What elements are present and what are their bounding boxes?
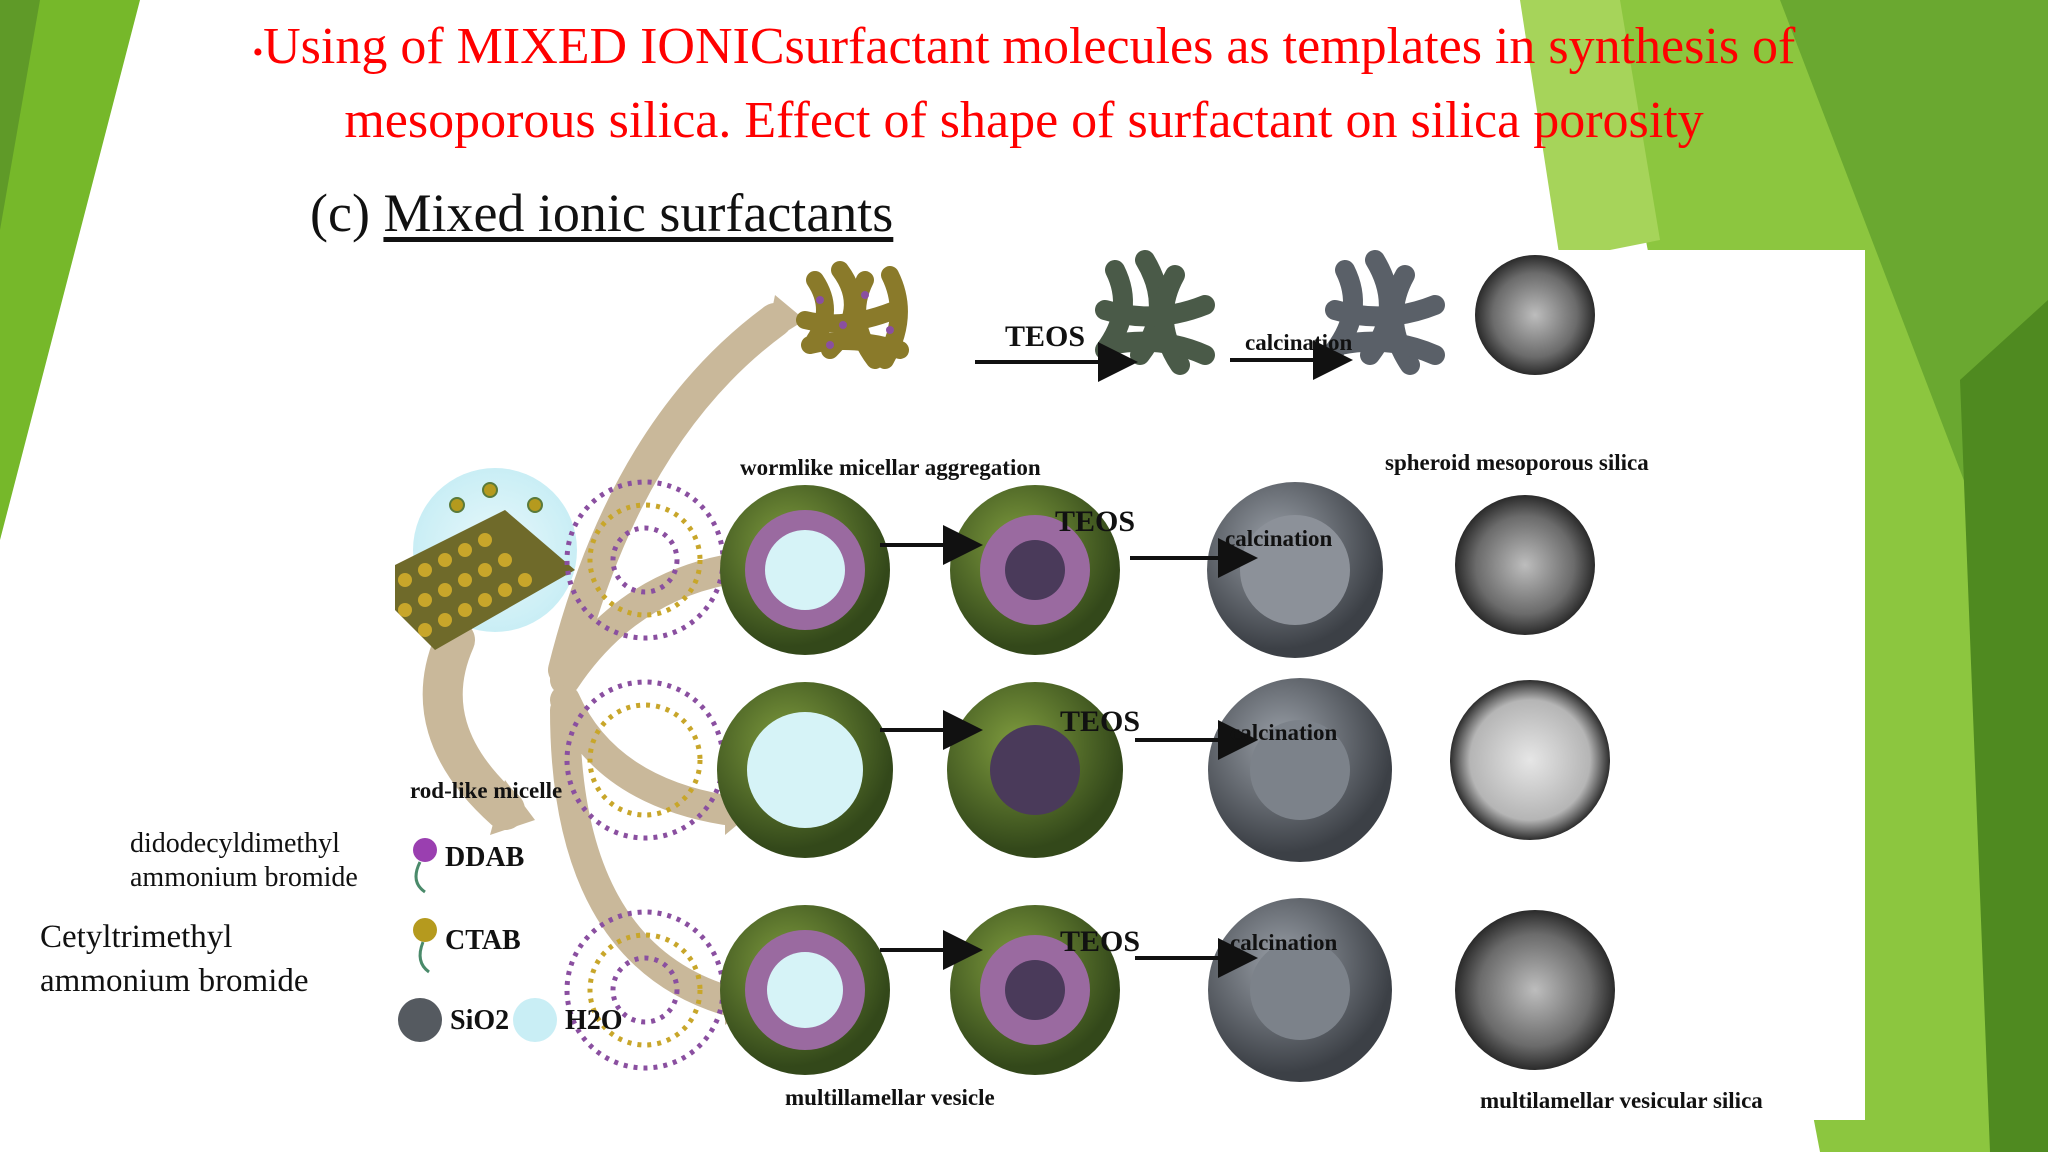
bullet-marker: • — [252, 36, 264, 69]
tem-image-spheroid — [1475, 255, 1595, 375]
process-arrows — [880, 340, 1353, 978]
subtitle-underlined: Mixed ionic surfactants — [383, 183, 894, 243]
sio2-legend-label: SiO2 — [450, 1005, 510, 1036]
multilamellar-silica-caption: multilamellar vesicular silica — [1480, 1088, 1763, 1113]
teos-label-row1: TEOS — [1005, 320, 1086, 353]
section-subtitle: (c) Mixed ionic surfactants — [310, 182, 893, 244]
teos-label-row2: TEOS — [1055, 505, 1136, 538]
multilamellar-vesicle-caption: multillamellar vesicle — [785, 1085, 995, 1110]
calcination-label-row3: calcination — [1230, 720, 1338, 745]
ddab-legend-label: DDAB — [445, 842, 525, 873]
slide-title-line-2: mesoporous silica. Effect of shape of su… — [344, 92, 1704, 149]
ctab-legend-label: CTAB — [445, 925, 521, 956]
rodlike-caption: rod-like micelle — [410, 778, 563, 803]
wormlike-caption: wormlike micellar aggregation — [740, 455, 1041, 480]
ddab-full-name-1: didodecyldimethyl — [130, 828, 340, 859]
vesicle-row-2 — [564, 479, 1595, 658]
spheroid-caption: spheroid mesoporous silica — [1385, 450, 1649, 475]
synthesis-diagram: TEOS calcination wormlike micellar aggre… — [130, 250, 1865, 1120]
pathway-arrows — [422, 303, 792, 1015]
slide-title-line-1: •Using of MIXED IONICsurfactant molecule… — [0, 16, 2048, 78]
ddab-full-name-2: ammonium bromide — [130, 862, 358, 893]
teos-label-row3: TEOS — [1060, 705, 1141, 738]
h2o-legend-label: H2O — [565, 1005, 623, 1036]
silica-coated-aggregate — [1095, 250, 1215, 375]
calcination-label-row4: calcination — [1230, 930, 1338, 955]
vesicle-row-3 — [564, 678, 1610, 862]
side-note-line-2: ammonium bromide — [40, 963, 309, 999]
side-note-line-1: Cetyltrimethyl — [40, 919, 233, 955]
title-text-1: Using of MIXED IONICsurfactant molecules… — [263, 18, 1796, 75]
subtitle-prefix: (c) — [310, 183, 370, 243]
ctab-full-name-note: Cetyltrimethyl ammonium bromide — [40, 915, 309, 1003]
teos-label-row4: TEOS — [1060, 925, 1141, 958]
calcination-label-row1: calcination — [1245, 330, 1353, 355]
diagram-graphics — [365, 250, 1615, 1082]
calcination-label-row2: calcination — [1225, 526, 1333, 551]
legend-symbols — [398, 838, 557, 1042]
wormlike-aggregate — [796, 261, 909, 369]
